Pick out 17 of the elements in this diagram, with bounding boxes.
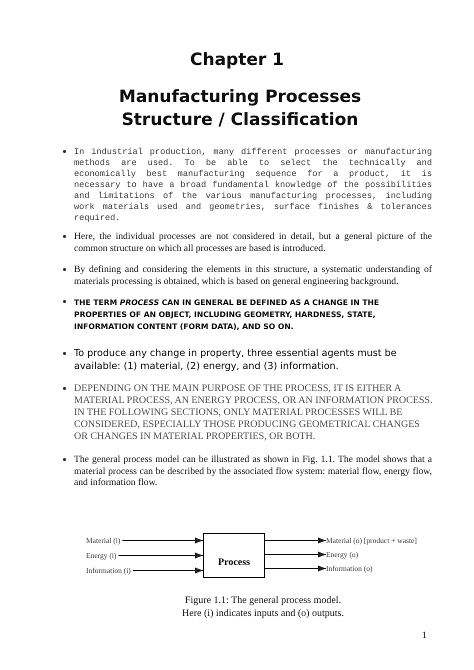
chapter-title: Chapter 1 (188, 50, 285, 70)
paragraph: DEPENDING ON THE MAIN PURPOSE OF THE PROCESS, IT IS EITHER A MATERIAL PROCESS, AN ENERGY PROCESS, OR AN INFORMATION PROCESS. IN THE FOLLOWING SECTIONS, ONLY MATERIAL PROCESSES WILL BE CONSIDERED, ESPECIALLY THOSE PRODUCING GEOMETRICAL CHANGES OR CHANGES IN MATERIAL PROPERTIES, OR BOTH. (74, 383, 434, 443)
arrow (264, 552, 326, 558)
process-box: Process (203, 533, 265, 578)
paragraph: By defining and considering the elements in this structure, a systematic understanding of materials processing is obtained, which is based on general engineering background. (74, 264, 432, 287)
arrow (122, 538, 204, 544)
section-heading: Manufacturing Processes Structure / Classification (118, 86, 362, 132)
arrow (118, 552, 204, 558)
paragraph: In industrial production, many different processes or manufacturing methods are used. To be able to select the technically and economically best manufacturing sequence for a product, it is necessary to have a broad fundamental knowledge of the possibilities and limitations of the various manufacturing processes, including work materials used and geometries, surface finishes & tolerances required. (74, 147, 432, 224)
arrow (264, 538, 326, 544)
arrow (132, 568, 204, 574)
figure-caption: Figure 1.1: The general process model. Here (i) indicates inputs and (o) outputs. (181, 594, 345, 620)
paragraph: The general process model can be illustrated as shown in Fig. 1.1. The model shows that a material process can be described by the associated flow system: material flow, energy flow, and information flow. (74, 454, 432, 488)
arrow (264, 566, 326, 572)
page-number: 1 (422, 630, 427, 642)
paragraph: To produce any change in property, three essential agents must be available: (1) material, (2) energy, and (3) information. (74, 347, 398, 373)
paragraph: Here, the individual processes are not considered in detail, but a general picture of the common structure on which all processes are based is introduced. (74, 231, 432, 254)
